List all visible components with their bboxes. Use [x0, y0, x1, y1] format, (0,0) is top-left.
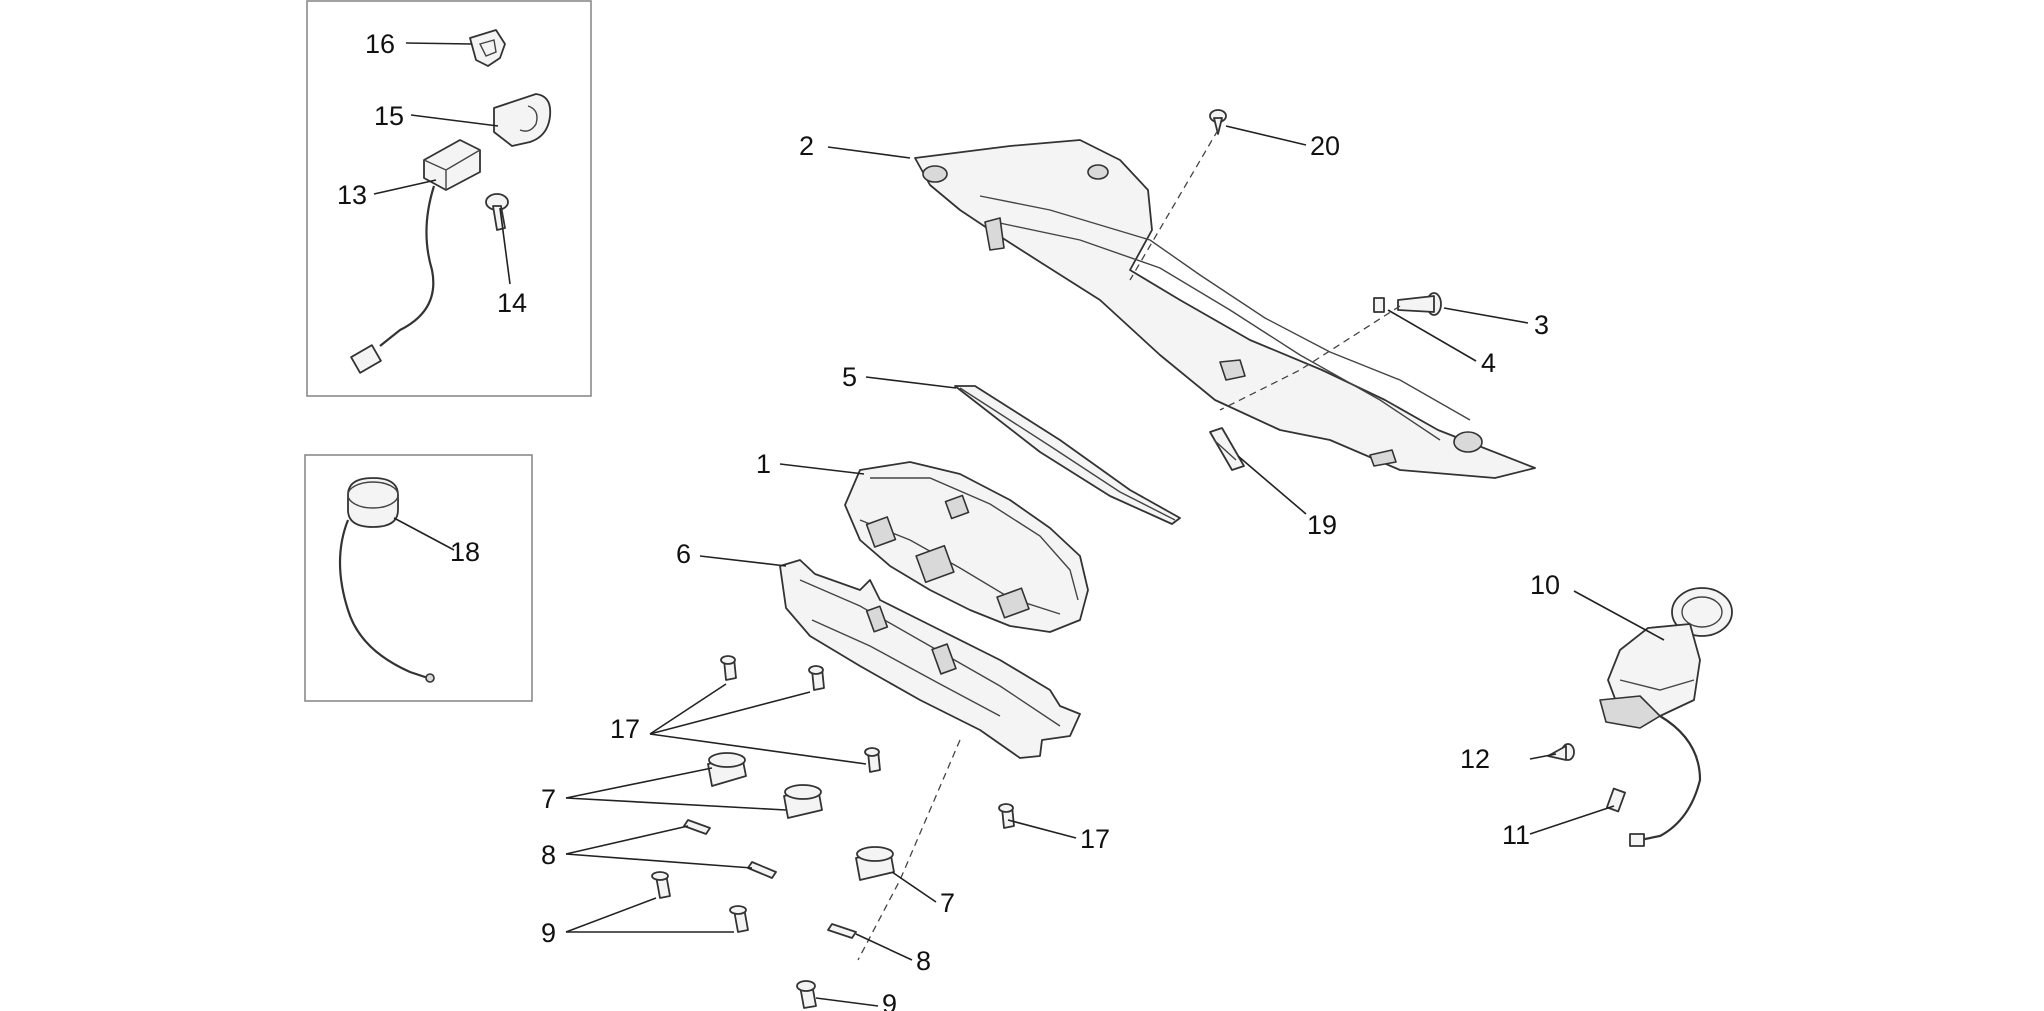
rubber-grommet-icon — [855, 846, 895, 881]
ignition-switch-icon — [1599, 587, 1733, 847]
sensor-icon — [350, 139, 481, 374]
callout-19: 19 — [1307, 510, 1337, 540]
gasket-strip-icon — [954, 385, 1181, 525]
callout-11: 11 — [1502, 820, 1530, 850]
callout-17: 17 — [610, 714, 640, 744]
callout-18: 18 — [450, 537, 480, 567]
bushing-icon — [827, 923, 857, 939]
callout-8: 8 — [541, 840, 556, 870]
callout-8: 8 — [916, 946, 931, 976]
callout-17: 17 — [1080, 824, 1110, 854]
bushing-icon — [683, 819, 711, 835]
spacer-icon — [1373, 297, 1385, 313]
instrument-support-bracket-icon — [779, 559, 1081, 759]
screw-icon — [864, 747, 881, 773]
callout-20: 20 — [1310, 131, 1340, 161]
transponder-ring-icon — [338, 477, 435, 683]
bushing-icon — [747, 861, 777, 879]
callout-12: 12 — [1460, 744, 1490, 774]
callout-10: 10 — [1530, 570, 1560, 600]
callout-9: 9 — [882, 989, 897, 1011]
screw-icon — [1547, 743, 1575, 761]
rubber-grommet-icon — [707, 752, 747, 787]
callout-1: 1 — [756, 449, 771, 479]
screw-icon — [729, 905, 749, 933]
leader-lines — [373, 42, 1665, 1007]
callout-14: 14 — [497, 288, 527, 318]
screw-icon — [796, 980, 817, 1009]
instrument-cover-icon — [914, 139, 1536, 479]
callout-9: 9 — [541, 918, 556, 948]
callout-7: 7 — [940, 888, 955, 918]
callout-7: 7 — [541, 784, 556, 814]
callout-5: 5 — [842, 362, 857, 392]
inset-box-sensor-kit — [306, 0, 592, 397]
inset-box-transponder — [304, 454, 533, 702]
cable-clamp-icon — [493, 93, 552, 147]
screw-icon — [1397, 292, 1442, 316]
callout-13: 13 — [337, 180, 367, 210]
screw-icon — [808, 665, 825, 691]
screw-icon — [1209, 109, 1227, 135]
screw-icon — [651, 871, 671, 899]
instrument-cluster-icon — [844, 461, 1089, 633]
callout-2: 2 — [799, 131, 814, 161]
screw-icon — [998, 803, 1015, 829]
callout-6: 6 — [676, 539, 691, 569]
callout-16: 16 — [365, 29, 395, 59]
rubber-grommet-icon — [783, 784, 823, 819]
screw-icon — [720, 655, 737, 681]
clip-icon — [1209, 427, 1245, 471]
screw-icon — [485, 193, 509, 231]
clip-icon — [469, 29, 506, 67]
connector-icon — [1606, 787, 1626, 813]
callout-3: 3 — [1534, 310, 1549, 340]
callout-15: 15 — [374, 101, 404, 131]
callout-4: 4 — [1481, 348, 1496, 378]
